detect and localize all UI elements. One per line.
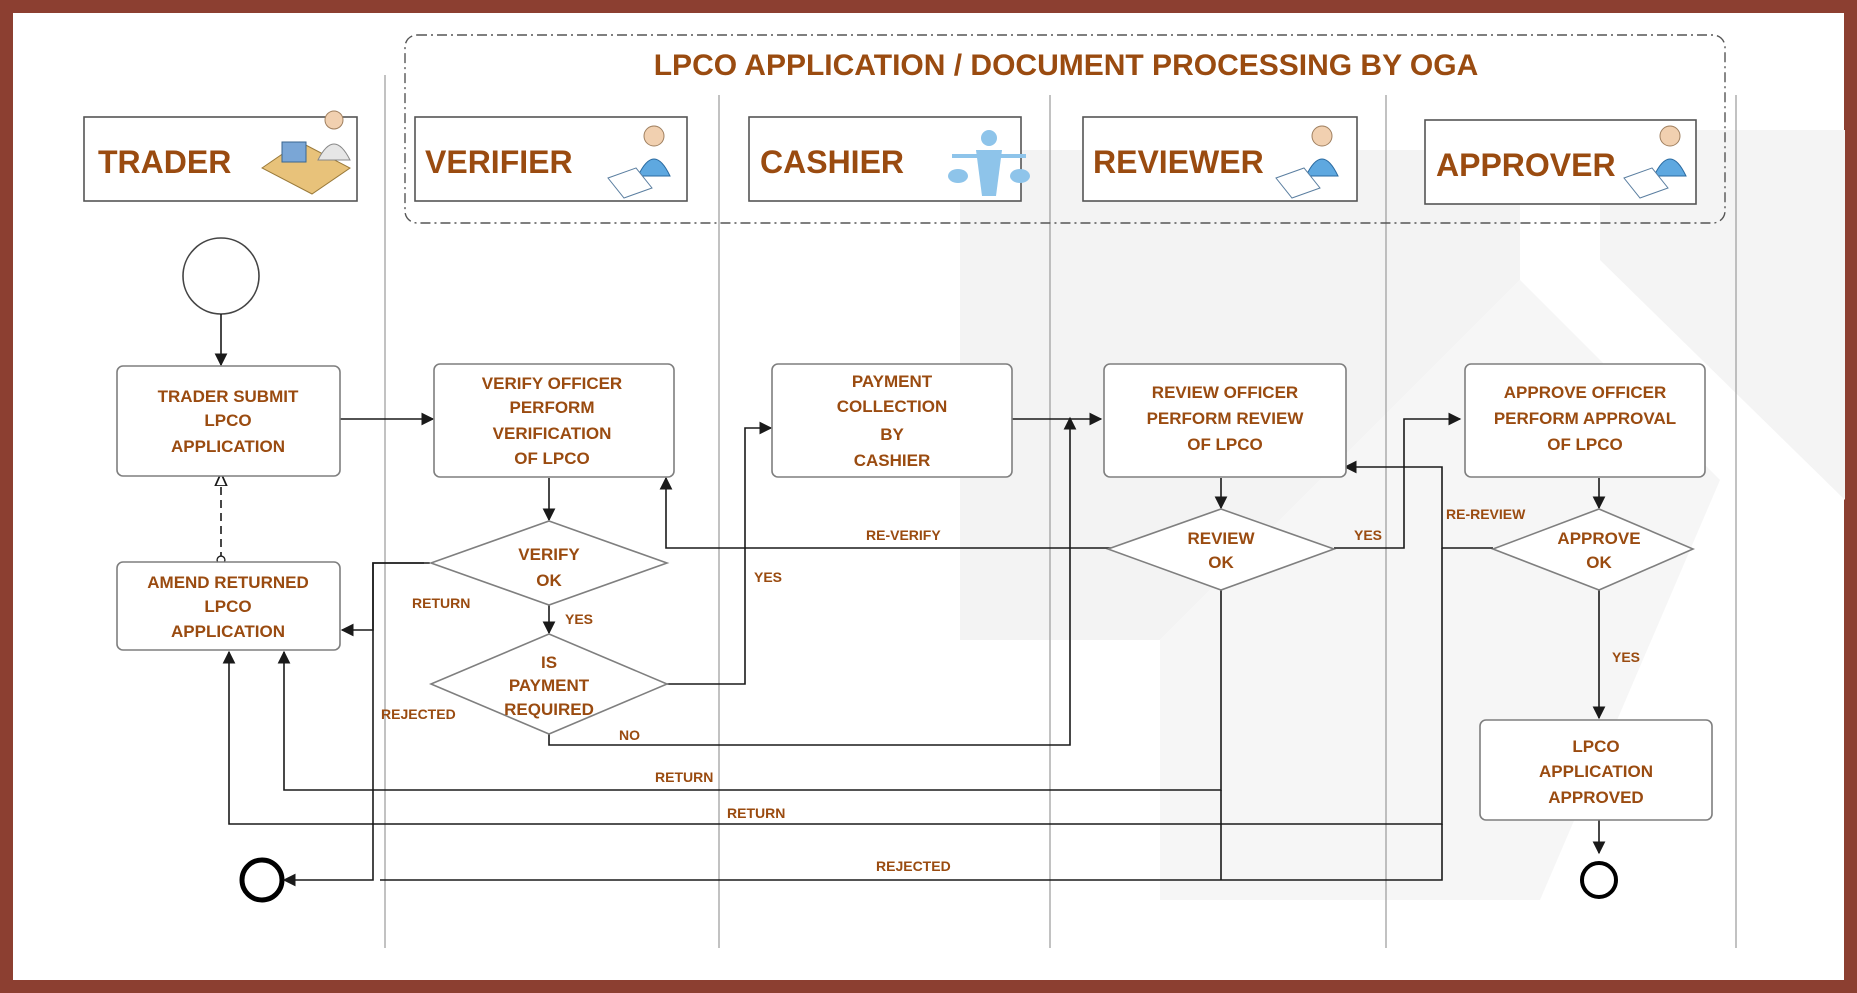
node-text: OK (1586, 553, 1612, 572)
node-text: OF LPCO (514, 449, 590, 468)
node-text: VERIFICATION (493, 424, 612, 443)
node-text: APPLICATION (171, 622, 285, 641)
node-text: APPROVED (1548, 788, 1643, 807)
node-text: BY (880, 425, 904, 444)
node-text: APPROVE OFFICER (1504, 383, 1666, 402)
node-text: LPCO (204, 411, 251, 430)
node-text: PAYMENT (852, 372, 933, 391)
node-text: REVIEW OFFICER (1152, 383, 1298, 402)
end-event-approved (1580, 861, 1618, 899)
label-re-verify: RE-VERIFY (866, 527, 941, 543)
node-text: REQUIRED (504, 700, 594, 719)
label-yes-payment: YES (754, 569, 782, 585)
node-text: VERIFY (518, 545, 580, 564)
label-return-approve: RETURN (727, 805, 785, 821)
node-text: PERFORM REVIEW (1147, 409, 1305, 428)
node-approve-officer: APPROVE OFFICER PERFORM APPROVAL OF LPCO (1464, 363, 1706, 478)
node-text: APPLICATION (1539, 762, 1653, 781)
role-trader-label: TRADER (98, 144, 231, 180)
flow-lines (221, 314, 1606, 887)
node-text: PERFORM (510, 398, 595, 417)
role-reviewer: REVIEWER (1082, 116, 1358, 202)
decision-approve-ok: APPROVE OK (1490, 508, 1696, 591)
label-yes-approve: YES (1612, 649, 1640, 665)
node-text: REVIEW (1187, 529, 1255, 548)
node-text: IS (541, 653, 557, 672)
node-approved: LPCO APPLICATION APPROVED (1479, 719, 1713, 821)
decision-is-payment: IS PAYMENT REQUIRED (428, 633, 670, 735)
node-text: APPROVE (1557, 529, 1640, 548)
role-approver: APPROVER (1424, 119, 1697, 205)
node-text: AMEND RETURNED (147, 573, 309, 592)
label-return-verify: RETURN (412, 595, 470, 611)
role-reviewer-label: REVIEWER (1093, 144, 1264, 180)
label-rejected-verify: REJECTED (381, 706, 456, 722)
role-verifier-label: VERIFIER (425, 144, 573, 180)
label-no-payment: NO (619, 727, 640, 743)
decision-review-ok: REVIEW OK (1105, 508, 1337, 591)
edge-labels: RETURN YES YES NO REJECTED RE-VERIFY YES… (381, 506, 1640, 874)
node-text: PAYMENT (509, 676, 590, 695)
node-text: OK (1208, 553, 1234, 572)
node-text: APPLICATION (171, 437, 285, 456)
person-document-icon (1275, 125, 1339, 199)
node-text: LPCO (204, 597, 251, 616)
person-document-icon (607, 125, 671, 199)
cashier-scale-icon (948, 130, 1030, 196)
end-event-rejected (239, 857, 285, 903)
start-event (182, 237, 260, 315)
role-cashier-label: CASHIER (760, 144, 904, 180)
role-verifier: VERIFIER (414, 116, 688, 202)
node-text: OF LPCO (1187, 435, 1263, 454)
node-trader-submit: TRADER SUBMIT LPCO APPLICATION (116, 365, 341, 477)
person-document-icon (1623, 125, 1687, 199)
node-text: CASHIER (854, 451, 931, 470)
node-text: OK (536, 571, 562, 590)
decision-verify-ok: VERIFY OK (428, 520, 670, 606)
role-cashier: CASHIER (748, 116, 1030, 202)
role-approver-label: APPROVER (1436, 147, 1616, 183)
node-text: TRADER SUBMIT (158, 387, 299, 406)
node-text: OF LPCO (1547, 435, 1623, 454)
diagram-title: LPCO APPLICATION / DOCUMENT PROCESSING B… (654, 49, 1479, 82)
label-rejected-bottom: REJECTED (876, 858, 951, 874)
node-text: COLLECTION (837, 397, 948, 416)
node-amend-returned: AMEND RETURNED LPCO APPLICATION (116, 561, 341, 651)
label-yes-verify: YES (565, 611, 593, 627)
swimlane-dividers (384, 75, 1737, 948)
node-verify-officer: VERIFY OFFICER PERFORM VERIFICATION OF LPCO (433, 363, 675, 478)
node-review-officer: REVIEW OFFICER PERFORM REVIEW OF LPCO (1103, 363, 1347, 478)
node-text: LPCO (1572, 737, 1619, 756)
label-re-review: RE-REVIEW (1446, 506, 1526, 522)
role-trader: TRADER (83, 110, 358, 202)
label-return-review: RETURN (655, 769, 713, 785)
trader-desk-icon (261, 110, 351, 195)
node-text: VERIFY OFFICER (482, 374, 622, 393)
node-text: PERFORM APPROVAL (1494, 409, 1676, 428)
label-yes-review: YES (1354, 527, 1382, 543)
oga-group-box (404, 34, 1726, 224)
node-payment-collection: PAYMENT COLLECTION BY CASHIER (771, 363, 1013, 478)
